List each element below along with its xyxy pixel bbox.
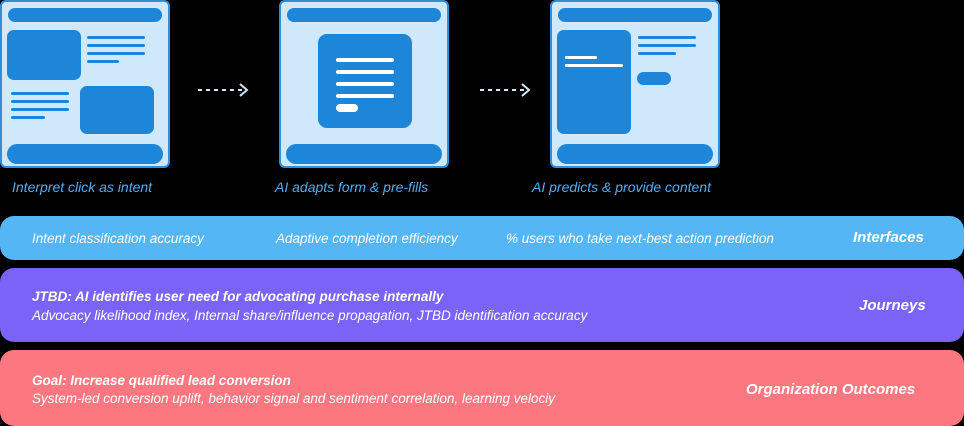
step-caption-content: AI predicts & provide content [532,179,711,195]
text-line [87,52,145,55]
interfaces-metric: % users who take next-best action predic… [506,231,774,246]
outcomes-metrics: System-led conversion uplift, behavior s… [32,391,556,406]
content-block [7,30,81,80]
journeys-jtbd: JTBD: AI identifies user need for advoca… [32,289,444,304]
text-line [87,44,145,47]
arrow-right-icon [480,83,531,97]
interfaces-band: Intent classification accuracy Adaptive … [0,216,964,260]
screen-footer-bar [7,144,163,164]
screen-header-bar [8,8,162,22]
journeys-metrics: Advocacy likelihood index, Internal shar… [32,308,588,323]
outcomes-title: Organization Outcomes [746,381,916,398]
step-caption-intent: Interpret click as intent [12,179,153,195]
text-line [638,36,696,39]
outcomes-goal: Goal: Increase qualified lead conversion [32,373,291,388]
screen-header-bar [558,8,712,22]
arrow-right-icon [198,83,249,97]
text-line [11,92,69,95]
interfaces-metric: Intent classification accuracy [32,231,204,246]
text-line [11,100,69,103]
step-caption-form: AI adapts form & pre-fills [275,179,429,195]
screen-mockup-content [550,0,720,168]
text-line [638,44,696,47]
screen-footer-bar [557,144,713,164]
outcomes-band: Goal: Increase qualified lead conversion… [0,350,964,426]
text-line [11,116,45,119]
screen-header-bar [287,8,441,22]
content-panel [557,30,631,134]
journeys-band: JTBD: AI identifies user need for advoca… [0,268,964,342]
interfaces-metric: Adaptive completion efficiency [276,231,458,246]
screen-mockup-form [279,0,449,168]
text-line [11,108,69,111]
screen-mockup-intent [0,0,170,168]
text-line [87,60,119,63]
journeys-title: Journeys [859,297,926,314]
text-line [87,36,145,39]
interfaces-title: Interfaces [853,229,924,246]
text-line [638,52,676,55]
screen-footer-bar [286,144,442,164]
form-document-icon [318,34,412,128]
content-block [80,86,154,134]
action-pill [637,72,671,85]
